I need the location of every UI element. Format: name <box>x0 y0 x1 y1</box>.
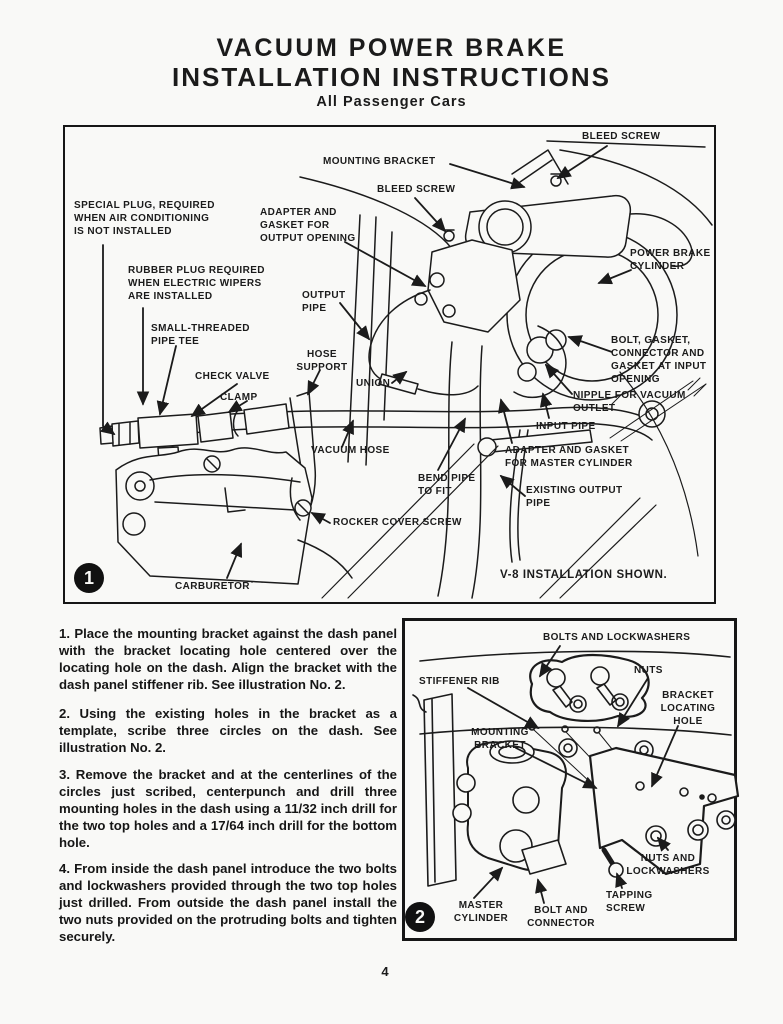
page-subtitle: All Passenger Cars <box>316 94 467 110</box>
label-adapter-master-cylinder: ADAPTER AND GASKET FOR MASTER CYLINDER <box>505 445 633 469</box>
label-adapter-output-opening: ADAPTER AND GASKET FOR OUTPUT OPENING <box>260 207 356 244</box>
label-clamp: CLAMP <box>220 392 258 403</box>
label-hose-support: HOSE SUPPORT <box>296 349 348 373</box>
label-nipple-vacuum-outlet: NIPPLE FOR VACUUM OUTLET <box>573 390 686 414</box>
title-block: VACUUM POWER BRAKE INSTALLATION INSTRUCT… <box>0 34 783 110</box>
label-rocker-cover-screw: ROCKER COVER SCREW <box>333 517 462 528</box>
figure-1-frame <box>63 125 716 604</box>
instruction-step-2: 2. Using the existing holes in the brack… <box>59 706 397 755</box>
label-vacuum-hose: VACUUM HOSE <box>311 445 390 456</box>
figure1-number: 1 <box>83 567 94 588</box>
label-bracket-locating-hole: BRACKET LOCATING HOLE <box>660 690 716 727</box>
figure2-number-badge: 2 <box>405 902 435 932</box>
label-bolt-and-connector: BOLT AND CONNECTOR <box>527 905 595 929</box>
figure1-number-badge: 1 <box>74 563 104 593</box>
label-check-valve: CHECK VALVE <box>195 371 270 382</box>
label-tapping-screw: TAPPING SCREW <box>606 890 653 914</box>
label-carburetor: CARBURETOR <box>175 581 250 592</box>
page-number: 4 <box>381 964 389 979</box>
label-nuts-and-lockwashers: NUTS AND LOCKWASHERS <box>626 853 710 877</box>
figure-2-frame <box>402 618 737 941</box>
label-union: UNION <box>356 378 391 389</box>
label-special-plug: SPECIAL PLUG, REQUIRED WHEN AIR CONDITIO… <box>74 200 215 237</box>
page-title-line1: VACUUM POWER BRAKE <box>216 34 567 62</box>
label-output-pipe: OUTPUT PIPE <box>302 290 346 314</box>
label-rubber-plug: RUBBER PLUG REQUIRED WHEN ELECTRIC WIPER… <box>128 265 265 302</box>
label-mounting-bracket-fig2: MOUNTING BRACKET <box>471 727 529 751</box>
figure1-caption: V-8 INSTALLATION SHOWN. <box>500 569 668 581</box>
label-master-cylinder: MASTER CYLINDER <box>453 900 509 924</box>
instruction-step-3: 3. Remove the bracket and at the centerl… <box>59 767 397 850</box>
instruction-step-4: 4. From inside the dash panel introduce … <box>59 861 397 944</box>
label-bleed-screw-top: BLEED SCREW <box>582 131 661 142</box>
label-input-pipe: INPUT PIPE <box>536 421 596 432</box>
label-power-brake-cylinder: POWER BRAKE CYLINDER <box>630 248 711 272</box>
figure2-number: 2 <box>414 906 425 927</box>
label-mounting-bracket: MOUNTING BRACKET <box>323 156 436 167</box>
label-existing-output-pipe: EXISTING OUTPUT PIPE <box>526 485 623 509</box>
label-bend-pipe-to-fit: BEND PIPE TO FIT <box>418 473 476 497</box>
label-bolt-gasket-connector: BOLT, GASKET, CONNECTOR AND GASKET AT IN… <box>611 335 707 385</box>
label-small-threaded-pipe-tee: SMALL-THREADED PIPE TEE <box>151 323 250 347</box>
label-bleed-screw: BLEED SCREW <box>377 184 456 195</box>
instruction-step-1: 1. Place the mounting bracket against th… <box>59 626 397 692</box>
label-bolts-and-lockwashers: BOLTS AND LOCKWASHERS <box>543 632 691 643</box>
label-nuts: NUTS <box>634 665 663 676</box>
label-stiffener-rib: STIFFENER RIB <box>419 676 500 687</box>
page-title-line2: INSTALLATION INSTRUCTIONS <box>171 62 611 92</box>
